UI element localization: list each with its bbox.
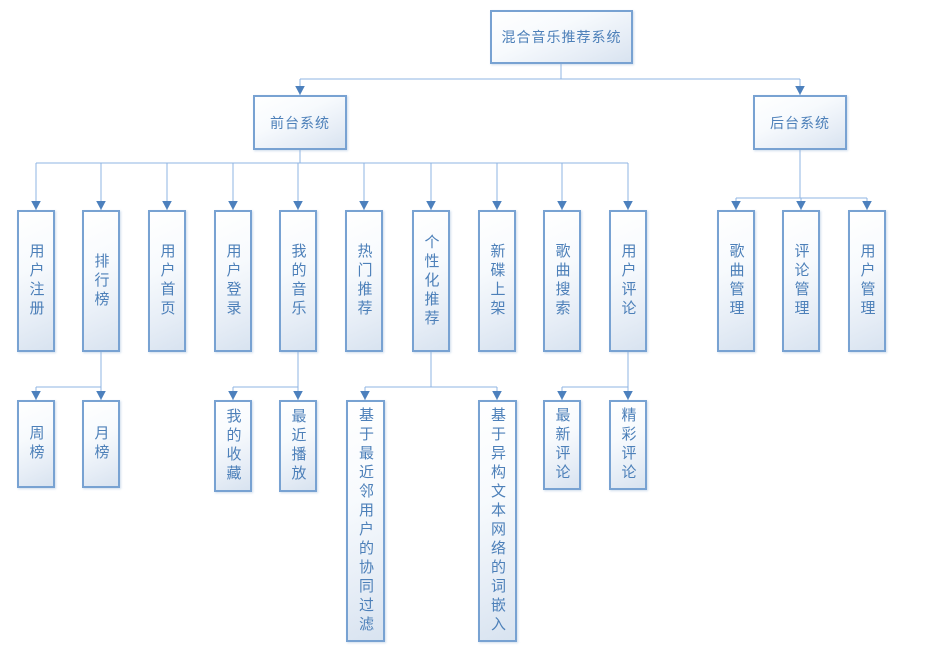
- node-user-home-label: 用户首页: [158, 243, 177, 319]
- node-user-login: 用户登录: [214, 210, 252, 352]
- node-my-music-label: 我的音乐: [289, 243, 308, 319]
- node-nearest-neighbor-cf-label: 基于最近邻用户的协同过滤: [357, 407, 375, 635]
- node-hot-recommend-label: 热门推荐: [355, 243, 374, 319]
- node-new-albums: 新碟上架: [478, 210, 516, 352]
- node-featured-comments-label: 精彩评论: [619, 407, 638, 483]
- node-recently-played: 最近播放: [279, 400, 317, 492]
- node-frontend-label: 前台系统: [270, 115, 330, 132]
- node-nearest-neighbor-cf: 基于最近邻用户的协同过滤: [346, 400, 385, 642]
- node-user-register: 用户注册: [17, 210, 55, 352]
- node-song-management: 歌曲管理: [717, 210, 755, 352]
- node-personalized-recommend: 个性化推荐: [412, 210, 450, 352]
- node-backend-label: 后台系统: [770, 115, 830, 132]
- node-word-embedding-label: 基于异构文本网络的词嵌入: [489, 407, 507, 635]
- node-ranking: 排行榜: [82, 210, 120, 352]
- node-my-music: 我的音乐: [279, 210, 317, 352]
- node-hot-recommend: 热门推荐: [345, 210, 383, 352]
- node-user-home: 用户首页: [148, 210, 186, 352]
- node-user-register-label: 用户注册: [27, 243, 46, 319]
- node-song-management-label: 歌曲管理: [727, 243, 746, 319]
- node-weekly-chart: 周榜: [17, 400, 55, 488]
- node-featured-comments: 精彩评论: [609, 400, 647, 490]
- node-comment-management: 评论管理: [782, 210, 820, 352]
- node-monthly-chart: 月榜: [82, 400, 120, 488]
- node-user-comments-label: 用户评论: [619, 243, 638, 319]
- node-user-comments: 用户评论: [609, 210, 647, 352]
- node-word-embedding: 基于异构文本网络的词嵌入: [478, 400, 517, 642]
- node-recently-played-label: 最近播放: [289, 408, 308, 484]
- node-backend: 后台系统: [753, 95, 847, 150]
- node-latest-comments-label: 最新评论: [553, 407, 572, 483]
- node-root: 混合音乐推荐系统: [490, 10, 633, 64]
- node-song-search-label: 歌曲搜索: [553, 243, 572, 319]
- node-weekly-chart-label: 周榜: [27, 425, 46, 463]
- node-song-search: 歌曲搜索: [543, 210, 581, 352]
- node-my-favorites: 我的收藏: [214, 400, 252, 492]
- node-comment-management-label: 评论管理: [792, 243, 811, 319]
- node-ranking-label: 排行榜: [92, 252, 111, 310]
- node-frontend: 前台系统: [253, 95, 347, 150]
- node-personalized-recommend-label: 个性化推荐: [422, 233, 441, 329]
- node-user-management-label: 用户管理: [858, 243, 877, 319]
- node-new-albums-label: 新碟上架: [488, 243, 507, 319]
- node-my-favorites-label: 我的收藏: [224, 408, 243, 484]
- node-latest-comments: 最新评论: [543, 400, 581, 490]
- node-monthly-chart-label: 月榜: [92, 425, 111, 463]
- node-user-management: 用户管理: [848, 210, 886, 352]
- node-root-label: 混合音乐推荐系统: [501, 30, 622, 46]
- node-user-login-label: 用户登录: [224, 243, 243, 319]
